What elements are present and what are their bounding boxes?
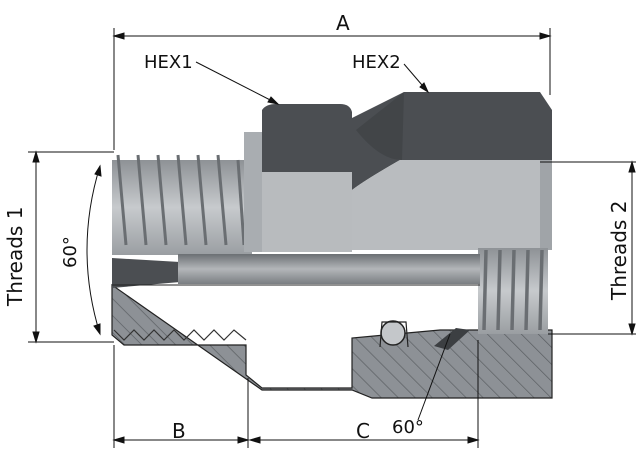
hex2-shadow — [356, 92, 404, 160]
neck — [244, 132, 266, 252]
o-ring-groove — [379, 321, 409, 348]
hex2-lower-face — [352, 160, 552, 250]
section-half — [111, 248, 553, 399]
dim-c-label: C — [356, 419, 370, 443]
hex1-label: HEX1 — [144, 52, 193, 73]
threads1-label: Threads 1 — [3, 207, 27, 307]
o-ring — [380, 320, 406, 346]
hex1-lower-face — [262, 172, 352, 252]
section-body — [111, 283, 553, 399]
angle-left-label: 60° — [60, 236, 81, 268]
angle-bottom-label: 60° — [392, 417, 424, 438]
seat-cone — [434, 328, 470, 350]
male-thread-section — [113, 329, 247, 341]
exterior-half — [112, 92, 552, 255]
dim-b-label: B — [172, 419, 186, 443]
threads2-label: Threads 2 — [607, 201, 631, 301]
hex2-right-face — [540, 160, 552, 250]
dimension-lines — [28, 28, 636, 448]
bore-cone — [112, 258, 180, 288]
hex1-body — [262, 104, 352, 172]
female-thread-crests — [482, 249, 544, 331]
dim-a-label: A — [336, 11, 350, 35]
bore — [112, 254, 480, 288]
hex2-label: HEX2 — [352, 52, 401, 73]
bore-channel — [178, 254, 480, 284]
male-thread-crests — [116, 154, 246, 246]
